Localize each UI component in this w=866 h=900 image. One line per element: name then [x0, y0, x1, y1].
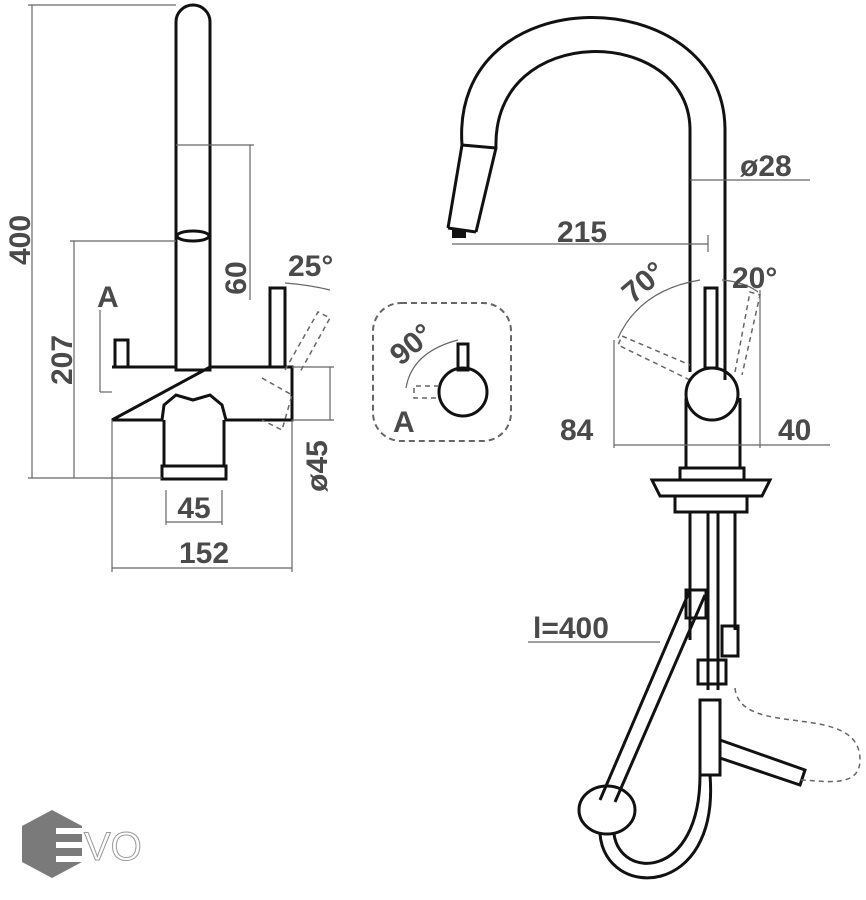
detail-a: 90° A: [372, 302, 512, 442]
gooseneck-outer: [446, 16, 727, 380]
right-lever: [703, 286, 719, 370]
angle-20: 20°: [732, 262, 777, 295]
right-body: [684, 366, 740, 422]
hose-length: l=400: [533, 612, 609, 645]
dim-diameter-45: ø45: [301, 440, 334, 492]
dim-215: 215: [557, 216, 607, 249]
left-base-nut: [160, 464, 228, 481]
angle-25: 25°: [288, 250, 333, 283]
left-faucet: 400 60 207 A 25° ø45 45 152: [4, 3, 334, 572]
left-stem: [162, 420, 226, 468]
dim-152: 152: [179, 537, 229, 570]
gooseneck-inner: [474, 50, 692, 372]
hose: [598, 589, 707, 803]
left-body: [111, 365, 294, 422]
left-lever: [268, 286, 287, 369]
evo-logo: VO: [22, 810, 142, 878]
angle-70: 70°: [616, 255, 672, 309]
left-spout: [174, 3, 212, 372]
dim-45: 45: [177, 492, 210, 525]
left-knob: [113, 338, 130, 369]
dim-400: 400: [4, 215, 37, 265]
dim-40: 40: [778, 414, 811, 447]
logo-text: VO: [84, 825, 142, 869]
base-plate: [649, 478, 773, 498]
hose-weight: [577, 784, 637, 836]
dim-60: 60: [220, 261, 253, 294]
detail-marker-a: A: [393, 406, 415, 439]
dim-diameter-28: ø28: [740, 150, 792, 183]
section-marker-a: A: [97, 281, 119, 314]
dim-207: 207: [46, 335, 79, 385]
angle-90: 90°: [384, 317, 440, 371]
right-faucet: 215 ø28 70° 20° 84 40 l=400: [446, 16, 861, 880]
dim-84: 84: [560, 414, 594, 447]
aerator: [175, 229, 211, 243]
